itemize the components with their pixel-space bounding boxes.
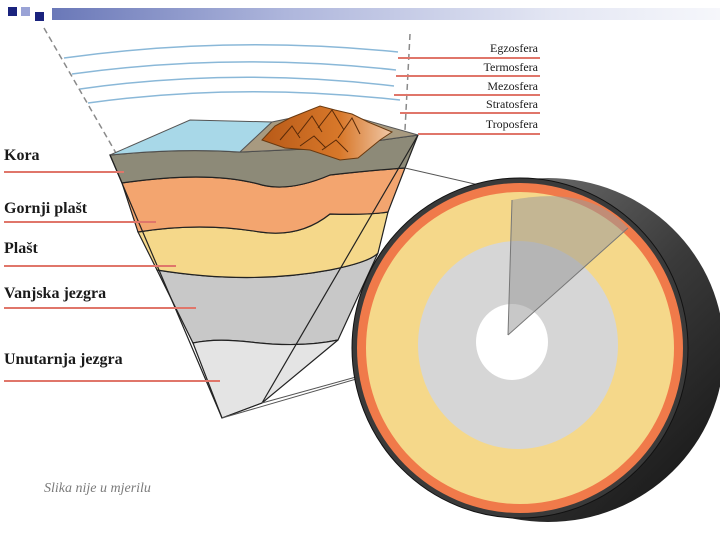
label-troposfera: Troposfera — [486, 117, 539, 131]
slide-header — [0, 0, 720, 28]
earth-cross-section — [351, 177, 720, 522]
atmosphere-labels: Egzosfera Termosfera Mezosfera Stratosfe… — [394, 41, 540, 135]
globe-wedge-edge — [507, 199, 629, 336]
label-gornji-plast: Gornji plašt — [4, 200, 88, 217]
label-vanjska-jezgra: Vanjska jezgra — [4, 285, 106, 302]
header-square-3 — [35, 12, 44, 21]
label-egzosfera: Egzosfera — [490, 41, 539, 55]
wedge-inner-core — [192, 339, 339, 419]
atmosphere-arc-mezosfera — [79, 76, 395, 90]
label-kora: Kora — [4, 147, 40, 164]
header-gradient-bar — [52, 8, 720, 20]
caption-not-to-scale: Slika nije u mjerilu — [44, 481, 151, 496]
label-mezosfera: Mezosfera — [487, 79, 538, 93]
header-square-2 — [21, 7, 30, 16]
label-plast: Plašt — [4, 240, 38, 257]
globe-wedge-cutout — [508, 196, 628, 335]
mountain-ridges — [279, 109, 361, 153]
earth-layer-labels: Kora Gornji plašt Plašt Vanjska jezgra U… — [4, 147, 220, 382]
wedge-mountains — [261, 105, 394, 161]
label-termosfera: Termosfera — [484, 60, 539, 74]
header-square-1 — [8, 7, 17, 16]
globe-inner-core — [476, 304, 548, 380]
atmosphere-arc-egzosfera — [63, 44, 399, 59]
atmosphere-arc-termosfera — [71, 61, 397, 75]
earth-wedge — [109, 105, 419, 419]
atmosphere-arc-stratosfera — [87, 90, 401, 104]
label-unutarnja-jezgra: Unutarnja jezgra — [4, 351, 123, 368]
label-stratosfera: Stratosfera — [486, 97, 539, 111]
